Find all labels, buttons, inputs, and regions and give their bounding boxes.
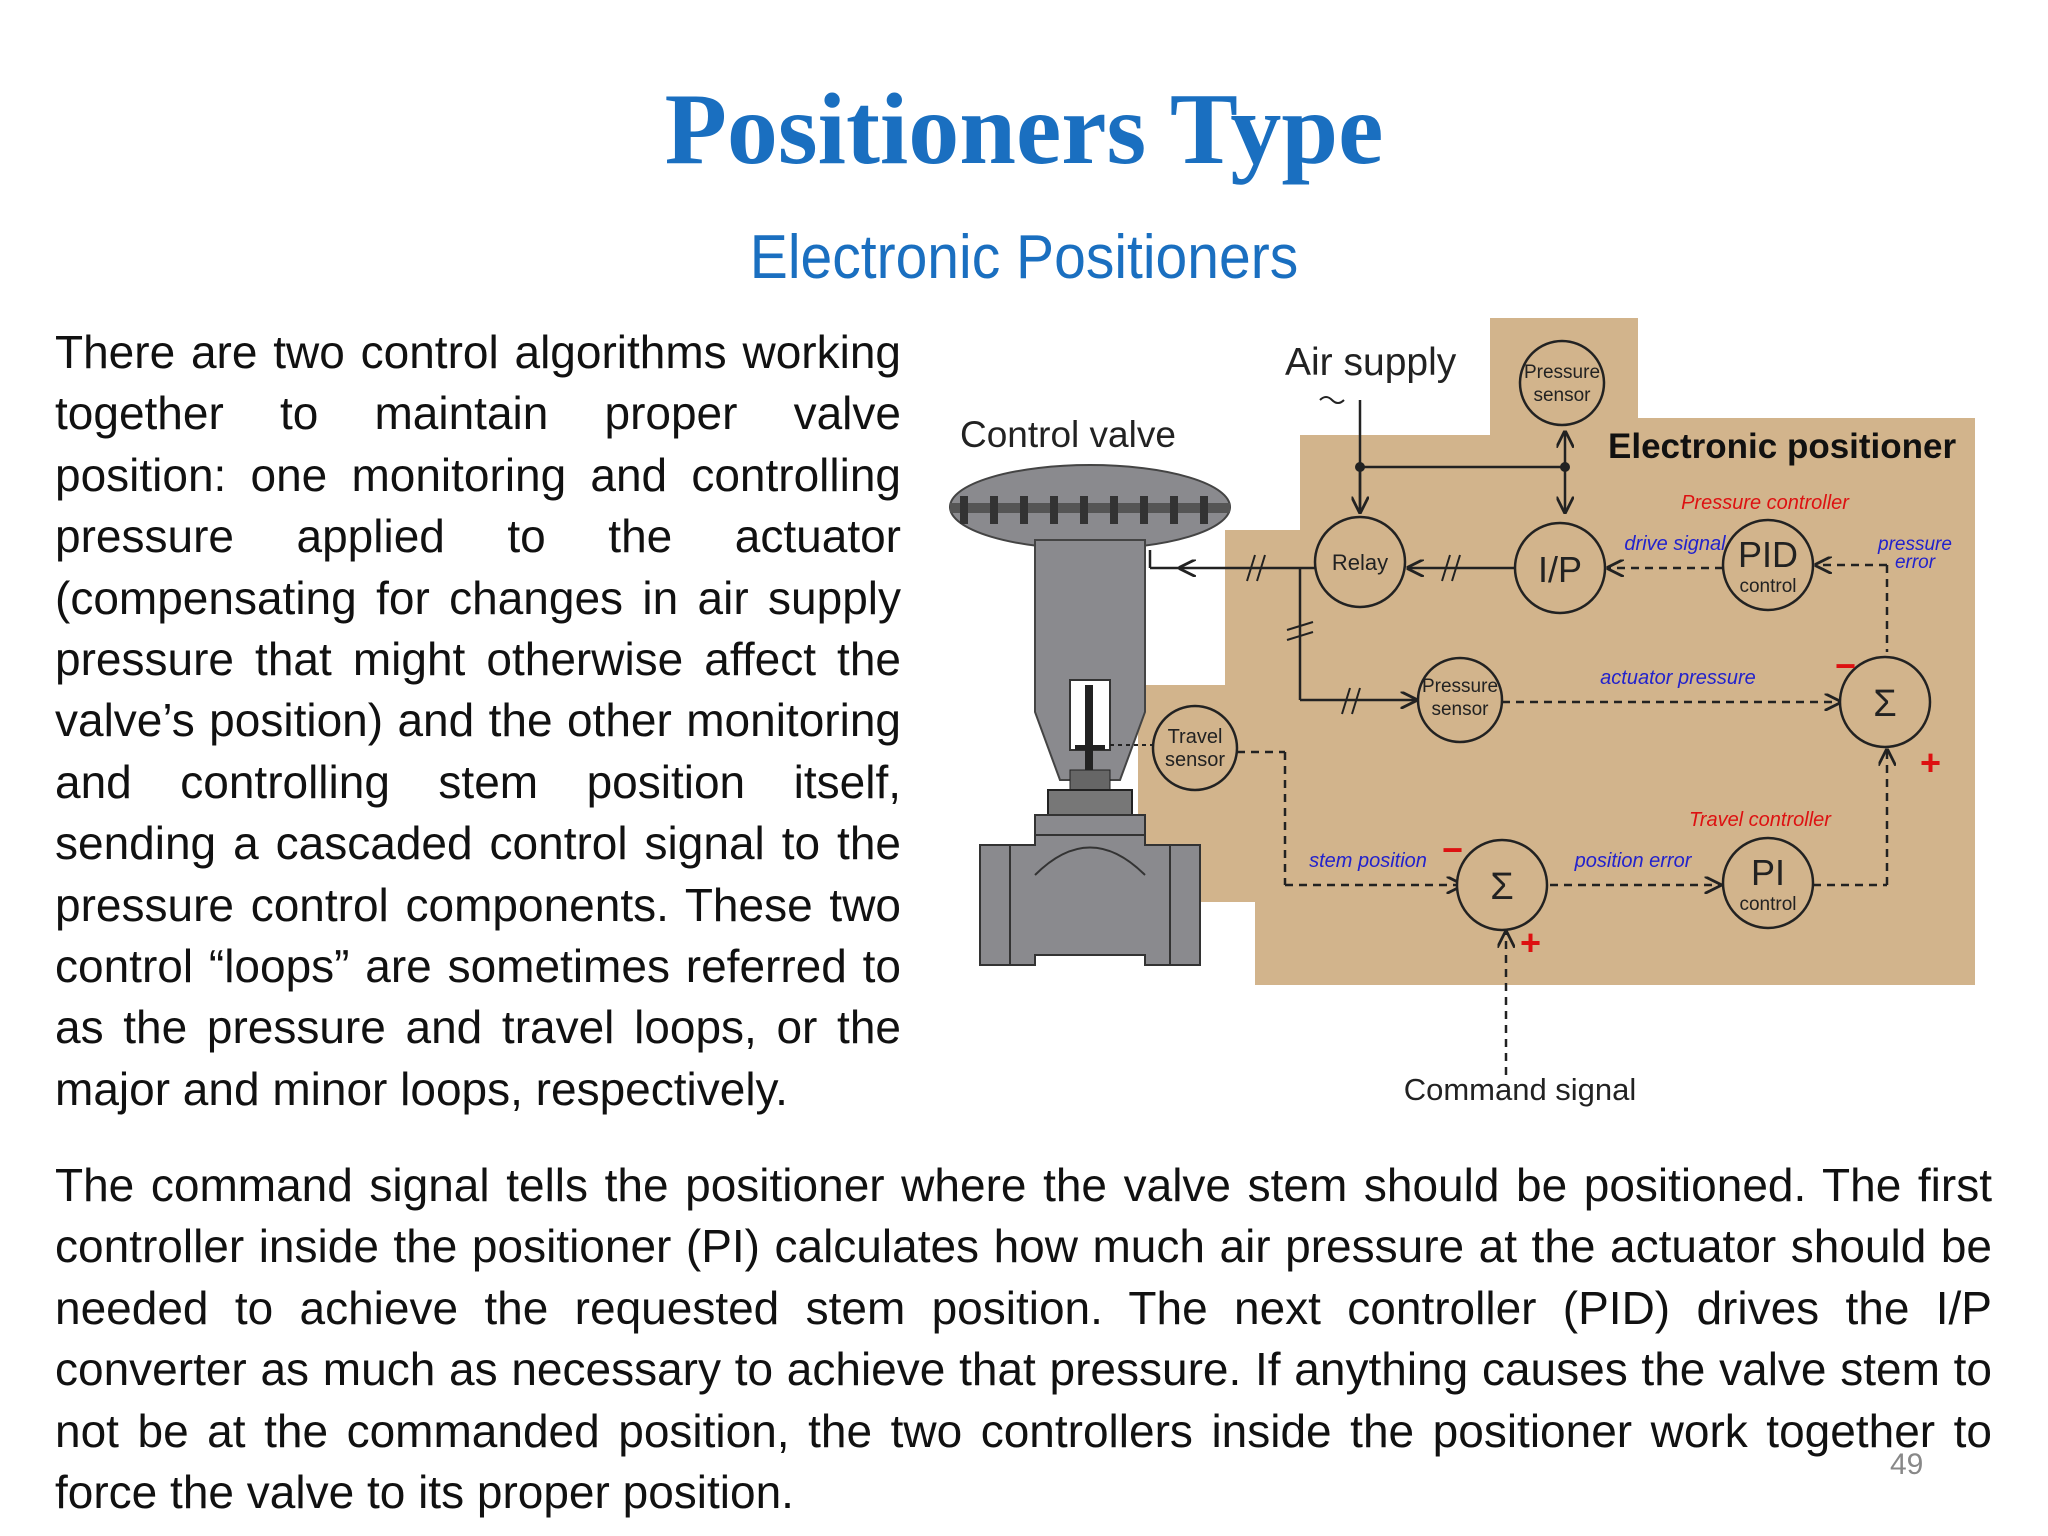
svg-text:sensor: sensor (1165, 749, 1225, 771)
plus-sign-pressure: + (1920, 742, 1941, 783)
svg-text:control: control (1739, 576, 1796, 597)
svg-text:sensor: sensor (1431, 699, 1489, 720)
svg-text:error: error (1895, 552, 1936, 573)
slide-subtitle: Electronic Positioners (749, 223, 1299, 292)
pressure-sensor-mid: Pressure sensor (1416, 656, 1504, 744)
svg-text:Relay: Relay (1332, 550, 1388, 575)
summing-junction-travel: Σ (1455, 838, 1549, 932)
ip-converter-node: I/P (1513, 521, 1607, 615)
svg-text:Travel: Travel (1168, 726, 1223, 748)
travel-controller-label: Travel controller (1689, 809, 1832, 831)
summing-junction-pressure: Σ (1838, 655, 1932, 749)
pressure-controller-label: Pressure controller (1681, 492, 1850, 514)
svg-text:Pressure: Pressure (1422, 676, 1498, 697)
pi-controller-node: PI control (1721, 836, 1815, 930)
minus-sign-pressure: − (1835, 645, 1856, 686)
svg-text:PI: PI (1751, 852, 1785, 893)
position-error-label: position error (1574, 850, 1693, 872)
control-valve-label: Control valve (960, 414, 1176, 455)
slide-title: Positioners Type (664, 73, 1384, 186)
actuator-pressure-label: actuator pressure (1600, 667, 1756, 689)
electronic-positioner-label: Electronic positioner (1608, 427, 1956, 466)
svg-text:control: control (1739, 894, 1796, 915)
pressure-sensor-top: Pressure sensor (1518, 339, 1606, 427)
svg-text:I/P: I/P (1538, 549, 1582, 590)
page-number: 49 (1890, 1448, 1924, 1481)
intro-paragraph: There are two control algorithms working… (55, 326, 901, 1115)
plus-sign-travel: + (1520, 922, 1541, 963)
svg-text:sensor: sensor (1533, 385, 1591, 406)
minus-sign-travel: − (1442, 829, 1463, 870)
travel-sensor: Travel sensor (1151, 704, 1239, 792)
command-signal-label: Command signal (1404, 1072, 1637, 1107)
svg-text:Σ: Σ (1873, 683, 1897, 725)
air-supply-label: Air supply (1285, 341, 1457, 384)
stem-position-label: stem position (1309, 850, 1427, 872)
pressure-error-label: pressure (1877, 534, 1952, 555)
svg-text:Σ: Σ (1490, 866, 1514, 908)
command-signal-paragraph: The command signal tells the positioner … (55, 1159, 1992, 1519)
relay-node: Relay (1313, 515, 1407, 609)
pid-controller-node: PID control (1721, 518, 1815, 612)
svg-text:PID: PID (1738, 534, 1798, 575)
air-supply-symbol (1319, 396, 1345, 404)
positioner-panel (1138, 318, 1975, 985)
electronic-positioner-diagram: Control valve Air supply Electronic posi… (949, 318, 1975, 1107)
control-valve-icon (949, 464, 1231, 966)
svg-text:Pressure: Pressure (1524, 362, 1600, 383)
drive-signal-label: drive signal (1624, 533, 1726, 555)
